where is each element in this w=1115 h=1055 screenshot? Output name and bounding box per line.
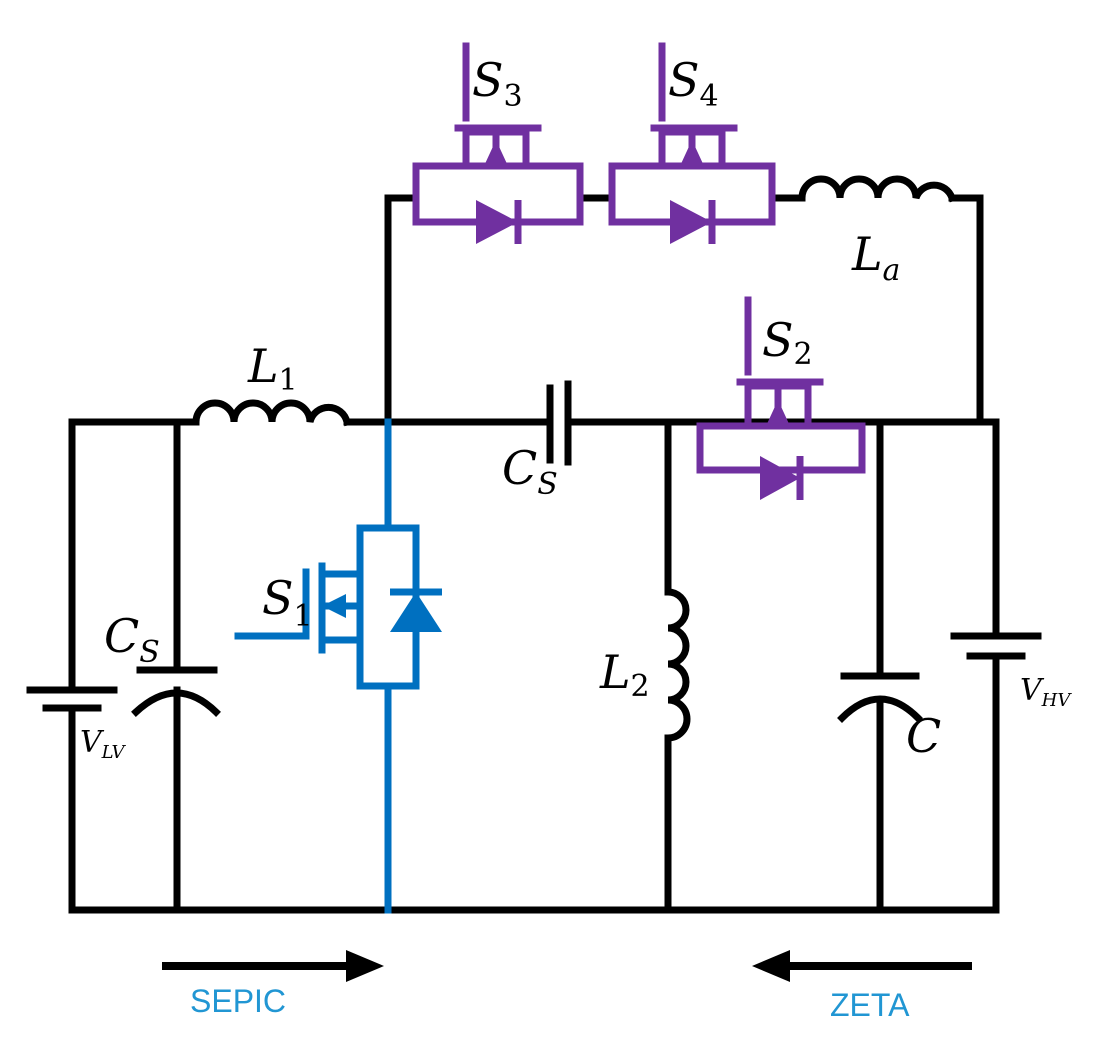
capacitor-cs-input [131,666,221,717]
s3-diode-triangle [476,200,518,244]
s2-body-arrow [766,400,790,426]
label-cs-series: CS [502,441,558,502]
label-sepic: SEPIC [190,983,286,1019]
s4-diode-triangle [670,200,712,244]
s3-body-arrow [484,140,508,166]
black-wiring [68,194,1000,914]
s1-body-arrow [322,594,346,618]
inductor-l2 [664,588,691,742]
inductor-la [798,175,957,203]
battery-vlv [26,686,118,712]
label-l1: L1 [247,339,298,398]
inductor-l1 [192,399,352,427]
label-la: La [851,227,900,288]
switch-s4 [608,42,776,226]
label-s2: S2 [762,313,813,372]
label-cs-input: CS [104,609,160,670]
s2-diode-triangle [760,456,800,500]
wire-aux-right [948,194,984,426]
label-vlv: VLV [80,725,126,763]
label-s1: S1 [262,571,313,634]
capacitor-c-output [837,672,923,723]
label-vhv: VHV [1020,673,1072,711]
label-zeta: ZETA [830,987,910,1023]
switch-s1 [234,418,420,914]
label-s4: S4 [668,53,719,114]
label-s3: S3 [472,53,523,114]
arrow-sepic [162,950,384,982]
battery-vhv [950,632,1042,660]
label-l2: L2 [599,645,650,704]
label-c-output: C [906,709,941,763]
arrow-zeta [752,950,972,982]
s1-diode-triangle [390,592,442,632]
switch-s3 [412,42,584,226]
s4-body-arrow [680,140,704,166]
capacitor-cs-series [546,380,572,466]
wire-aux-left [384,194,420,426]
